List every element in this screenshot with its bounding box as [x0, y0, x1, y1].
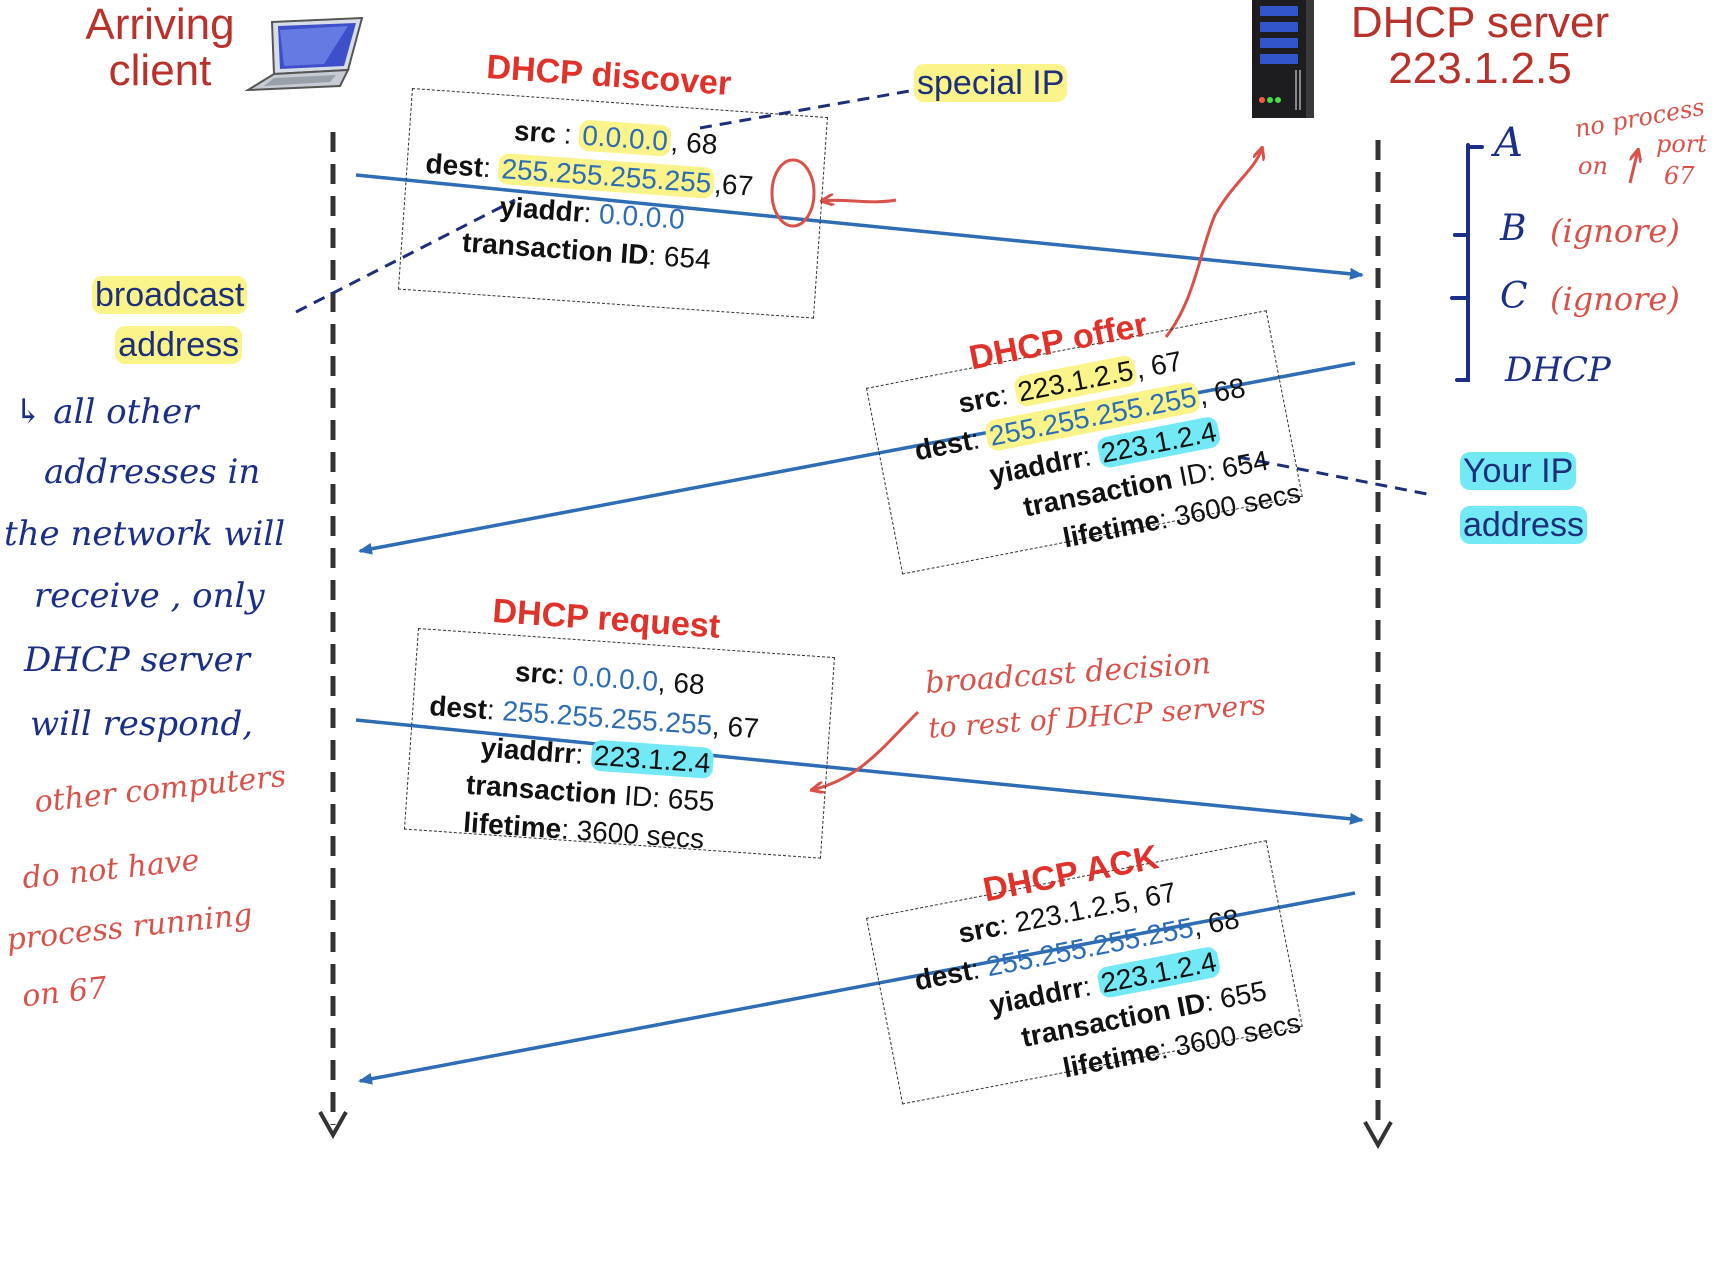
note-blue-1: ↳ all other — [14, 392, 199, 432]
note-blue-2: addresses in — [44, 452, 261, 492]
discover-src-ip: 0.0.0.0 — [578, 119, 672, 157]
client-title-line2: client — [108, 46, 212, 95]
offer-to-server-arrow — [1164, 148, 1262, 338]
discover-src-label: src — [513, 114, 558, 149]
server-b-label: B — [1500, 208, 1527, 249]
server-title-line1: DHCP server — [1350, 0, 1610, 47]
no-process-arrow — [1628, 150, 1638, 184]
ack-arrow — [358, 891, 1356, 1085]
broadcast-leader — [295, 198, 516, 314]
port-67-arrow — [822, 200, 897, 202]
server-a-label: A — [1494, 120, 1523, 166]
note-blue-5: DHCP server — [24, 640, 251, 680]
note-blue-6: will respond, — [30, 704, 254, 744]
discover-dest-label: dest — [424, 147, 485, 183]
diagram-lines — [295, 88, 1735, 1150]
discover-dest-port: 67 — [721, 168, 755, 202]
your-ip-label: Your IP address — [1460, 444, 1587, 552]
note-blue-4: receive , only — [34, 576, 265, 616]
server-title-line2: 223.1.2.5 — [1388, 44, 1572, 93]
server-c-label: C — [1500, 276, 1528, 317]
laptop-icon — [244, 16, 364, 91]
broadcast-address-label: broadcast address — [92, 270, 248, 370]
port-67-circle — [770, 158, 816, 228]
client-title: Arriving client — [70, 2, 250, 94]
note-blue-3: the network will — [4, 514, 286, 554]
special-ip-leader — [699, 88, 916, 130]
server-title: DHCP server 223.1.2.5 — [1330, 0, 1630, 92]
broadcast-decision-arrow — [812, 710, 920, 790]
server-dhcp-label: DHCP — [1505, 350, 1611, 390]
discover-arrow — [355, 173, 1364, 280]
server-tower-icon — [1252, 0, 1314, 118]
no-process-3: port — [1656, 130, 1707, 158]
server-b-ignore: (ignore) — [1550, 212, 1680, 250]
server-timeline-head — [1363, 1121, 1393, 1150]
server-c-ignore: (ignore) — [1550, 280, 1680, 318]
your-ip-leader — [1237, 455, 1433, 497]
client-timeline-head — [318, 1111, 348, 1140]
bracket-tree — [1450, 143, 1484, 382]
request-src-ip: 0.0.0.0 — [571, 659, 660, 697]
no-process-4: 67 — [1664, 162, 1695, 190]
special-ip-label: special IP — [914, 64, 1068, 103]
client-title-line1: Arriving — [85, 0, 235, 49]
no-process-2: on — [1578, 152, 1608, 180]
discover-yiaddr-val: 0.0.0.0 — [598, 198, 686, 235]
